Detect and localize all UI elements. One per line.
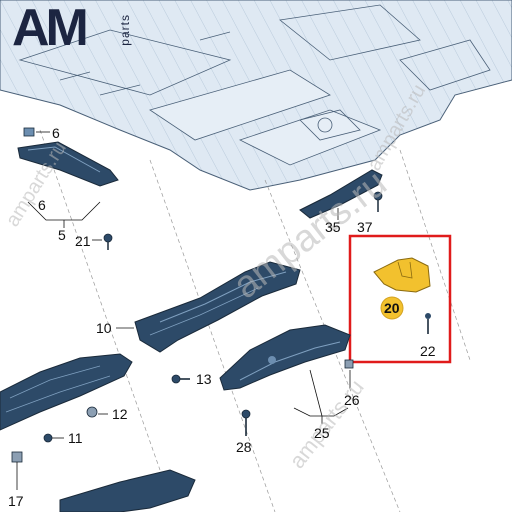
part-shield-lower-left: [0, 353, 190, 443]
callout-13: 13: [196, 371, 212, 387]
callout-28: 28: [236, 439, 252, 455]
callout-5: 5: [58, 227, 66, 243]
callout-labels: 6 6 5 21 35 37 20 22 10 13 12 11 26 25 2…: [8, 125, 436, 509]
logo-main: AM: [12, 0, 89, 57]
part-bracket-6: [17, 127, 119, 250]
part-shield-25: [219, 324, 354, 436]
part-panel-bottom: [11, 451, 196, 513]
callout-22: 22: [420, 343, 436, 359]
callout-26: 26: [344, 392, 360, 408]
vehicle-underbody: [0, 0, 512, 191]
callout-10: 10: [96, 320, 112, 336]
callout-25: 25: [314, 425, 330, 441]
guide-lines: [39, 129, 471, 513]
part-panel-10: [116, 261, 301, 353]
callout-35: 35: [325, 219, 341, 235]
highlight-frame: [348, 234, 452, 364]
callout-12: 12: [112, 406, 128, 422]
part-bracket-35: [299, 169, 383, 220]
callout-37: 37: [357, 219, 373, 235]
part-20-marker: [380, 296, 404, 320]
callout-20: 20: [384, 300, 400, 316]
logo-sub: parts: [118, 14, 132, 46]
callout-6-top: 6: [52, 125, 60, 141]
callout-21: 21: [75, 233, 91, 249]
callout-17: 17: [8, 493, 24, 509]
callout-11: 11: [68, 430, 83, 446]
callout-6: 6: [38, 197, 46, 213]
watermark-text: amparts.ru: [284, 375, 368, 473]
highlight-group: [348, 234, 452, 364]
